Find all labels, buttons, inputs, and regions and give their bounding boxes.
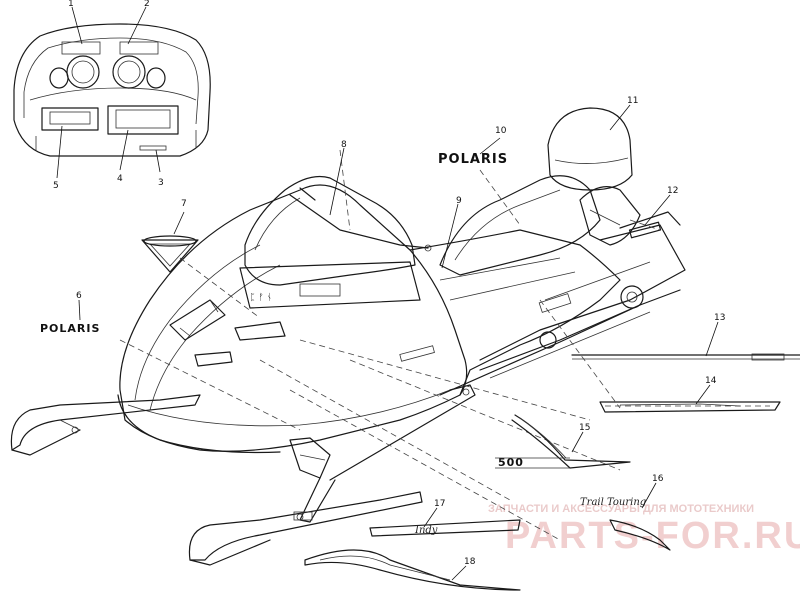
decal-polaris-large: POLARIS <box>438 152 508 167</box>
callout-4: 4 <box>117 174 123 184</box>
snowmobile-illustration: ᛈ ᚠ ᚾ <box>10 107 686 566</box>
decal-graphic-14 <box>599 401 781 413</box>
callout-15: 15 <box>579 423 590 433</box>
dashboard-inset <box>13 6 211 179</box>
callout-14: 14 <box>705 376 717 386</box>
windshield-marking: ᛈ ᚠ ᚾ <box>250 292 272 303</box>
callout-16: 16 <box>652 474 664 484</box>
callout-12: 12 <box>667 186 678 196</box>
callout-18: 18 <box>464 557 476 567</box>
callout-10: 10 <box>495 126 507 136</box>
placement-lines <box>119 149 661 541</box>
callout-3: 3 <box>158 178 164 188</box>
callout-17: 17 <box>434 499 445 509</box>
callout-13: 13 <box>714 313 725 323</box>
watermark-logo: PARTS-FOR.RU <box>505 515 800 557</box>
callout-11: 11 <box>627 96 638 106</box>
decal-stripe-13 <box>571 353 800 361</box>
callout-6: 6 <box>76 291 82 301</box>
decal-trail-touring-16: Trail Touring <box>580 497 671 551</box>
decal-rear-12 <box>628 221 662 239</box>
decal-indy-label: Indy <box>414 525 438 536</box>
watermark: ЗАПЧАСТИ И АКСЕССУАРЫ ДЛЯ МОТОТЕХНИКИ PA… <box>488 503 800 557</box>
decal-indy-17: Indy <box>369 519 521 537</box>
leader-lines <box>78 104 719 581</box>
decal-500-label: 500 <box>498 456 524 469</box>
decal-trail-touring-label: Trail Touring <box>580 497 646 508</box>
callout-numbers: 1 2 3 4 5 6 7 8 9 10 11 12 13 14 15 16 1… <box>53 0 725 567</box>
callout-1: 1 <box>68 0 74 9</box>
callout-2: 2 <box>144 0 150 9</box>
decal-triangle-emblem <box>141 235 199 273</box>
watermark-tagline: ЗАПЧАСТИ И АКСЕССУАРЫ ДЛЯ МОТОТЕХНИКИ <box>488 503 754 515</box>
decal-swoosh-15: 500 <box>495 414 631 469</box>
callout-9: 9 <box>456 196 462 206</box>
callout-5: 5 <box>53 181 59 191</box>
callout-8: 8 <box>341 140 347 150</box>
decal-swoosh-18 <box>304 549 521 591</box>
decal-polaris-small: POLARIS <box>40 322 100 335</box>
callout-7: 7 <box>181 199 187 209</box>
